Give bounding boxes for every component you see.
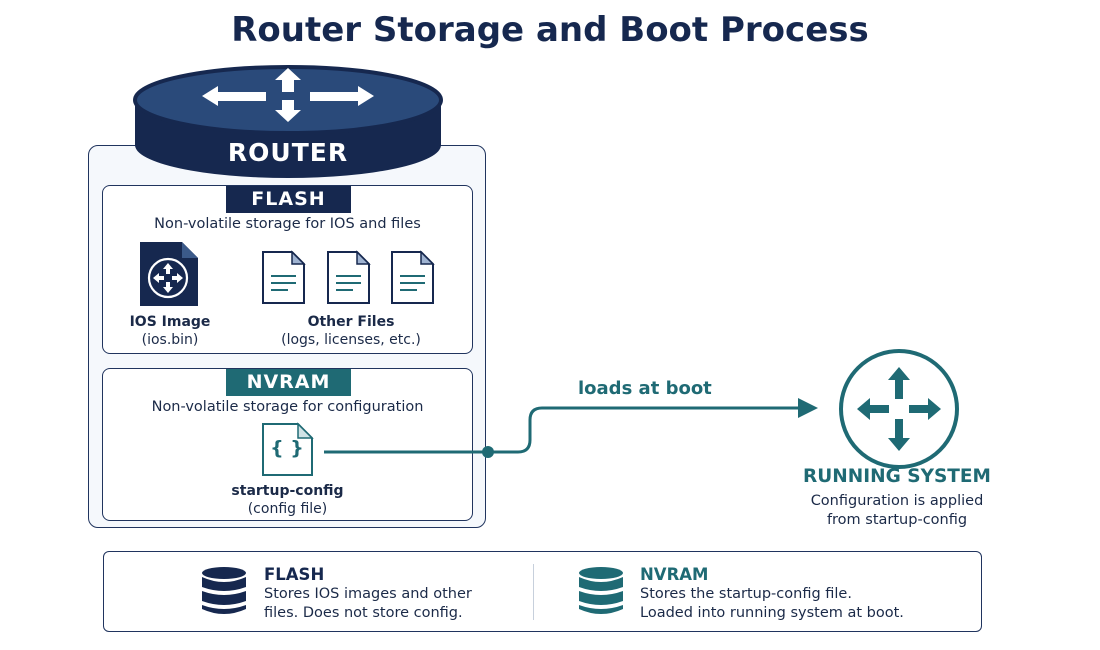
nvram-description: Non-volatile storage for configuration <box>151 399 424 415</box>
ios-image-file-icon <box>140 242 198 306</box>
running-system-title: RUNNING SYSTEM <box>803 466 991 487</box>
legend-flash-line2: files. Does not store config. <box>264 605 463 621</box>
legend-box <box>103 551 982 632</box>
legend-divider <box>533 564 534 620</box>
config-braces-text: { } <box>270 437 304 459</box>
other-files-detail: (logs, licenses, etc.) <box>281 332 421 348</box>
startup-config-label: startup-config <box>231 483 344 499</box>
flash-tag: FLASH <box>226 186 351 213</box>
startup-config-detail: (config file) <box>247 501 328 517</box>
running-system-desc-line1: Configuration is applied <box>810 493 984 509</box>
ios-image-filename: (ios.bin) <box>141 332 199 348</box>
config-file-icon <box>262 422 314 476</box>
running-system-router-icon <box>839 349 959 469</box>
legend-nvram-line2: Loaded into running system at boot. <box>640 605 904 621</box>
page-title: Router Storage and Boot Process <box>231 10 869 50</box>
running-system-desc-line2: from startup-config <box>826 512 968 528</box>
nvram-database-icon <box>579 567 623 614</box>
router-cylinder-icon <box>133 65 443 178</box>
flash-database-icon <box>202 567 246 614</box>
legend-flash-title: FLASH <box>264 565 325 584</box>
other-files-label: Other Files <box>307 314 395 330</box>
legend-nvram-title: NVRAM <box>640 565 709 584</box>
other-files-icon <box>262 250 435 304</box>
ios-image-label: IOS Image <box>129 314 211 330</box>
router-label: ROUTER <box>227 138 349 167</box>
legend-nvram-line1: Stores the startup-config file. <box>640 586 852 602</box>
nvram-tag: NVRAM <box>226 369 351 396</box>
legend-flash-line1: Stores IOS images and other <box>264 586 472 602</box>
connector-label: loads at boot <box>578 378 712 399</box>
flash-description: Non-volatile storage for IOS and files <box>154 216 421 232</box>
